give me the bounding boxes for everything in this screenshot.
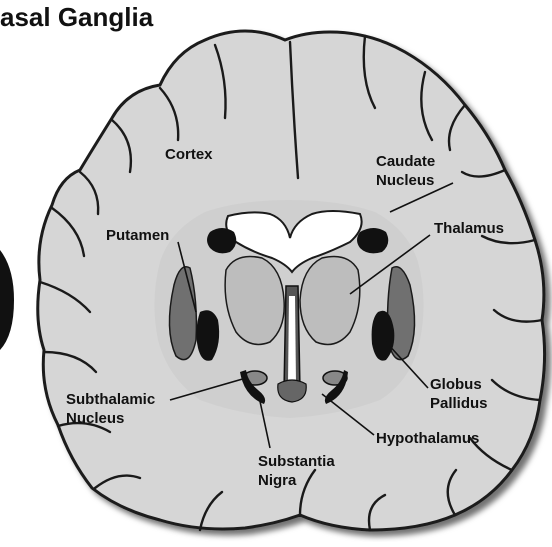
diagram-title: asal Ganglia bbox=[0, 2, 154, 32]
label-caudate-line1: Caudate bbox=[376, 153, 435, 170]
label-hypothalamus: Hypothalamus bbox=[376, 430, 479, 447]
midline-white bbox=[288, 296, 296, 384]
hypothalamus-region bbox=[278, 380, 306, 402]
label-globus-line1: Globus bbox=[430, 376, 482, 393]
label-substantia-line2: Nigra bbox=[258, 472, 297, 489]
label-cortex: Cortex bbox=[165, 146, 213, 163]
label-caudate-line2: Nucleus bbox=[376, 172, 434, 189]
label-subthalamic-line1: Subthalamic bbox=[66, 391, 155, 408]
thalamus-right bbox=[300, 257, 360, 345]
label-globus-line2: Pallidus bbox=[430, 395, 488, 412]
label-putamen: Putamen bbox=[106, 227, 169, 244]
label-substantia-line1: Substantia bbox=[258, 453, 335, 470]
label-thalamus: Thalamus bbox=[434, 220, 504, 237]
left-edge-fragment bbox=[0, 250, 14, 350]
label-subthalamic-line2: Nucleus bbox=[66, 410, 124, 427]
